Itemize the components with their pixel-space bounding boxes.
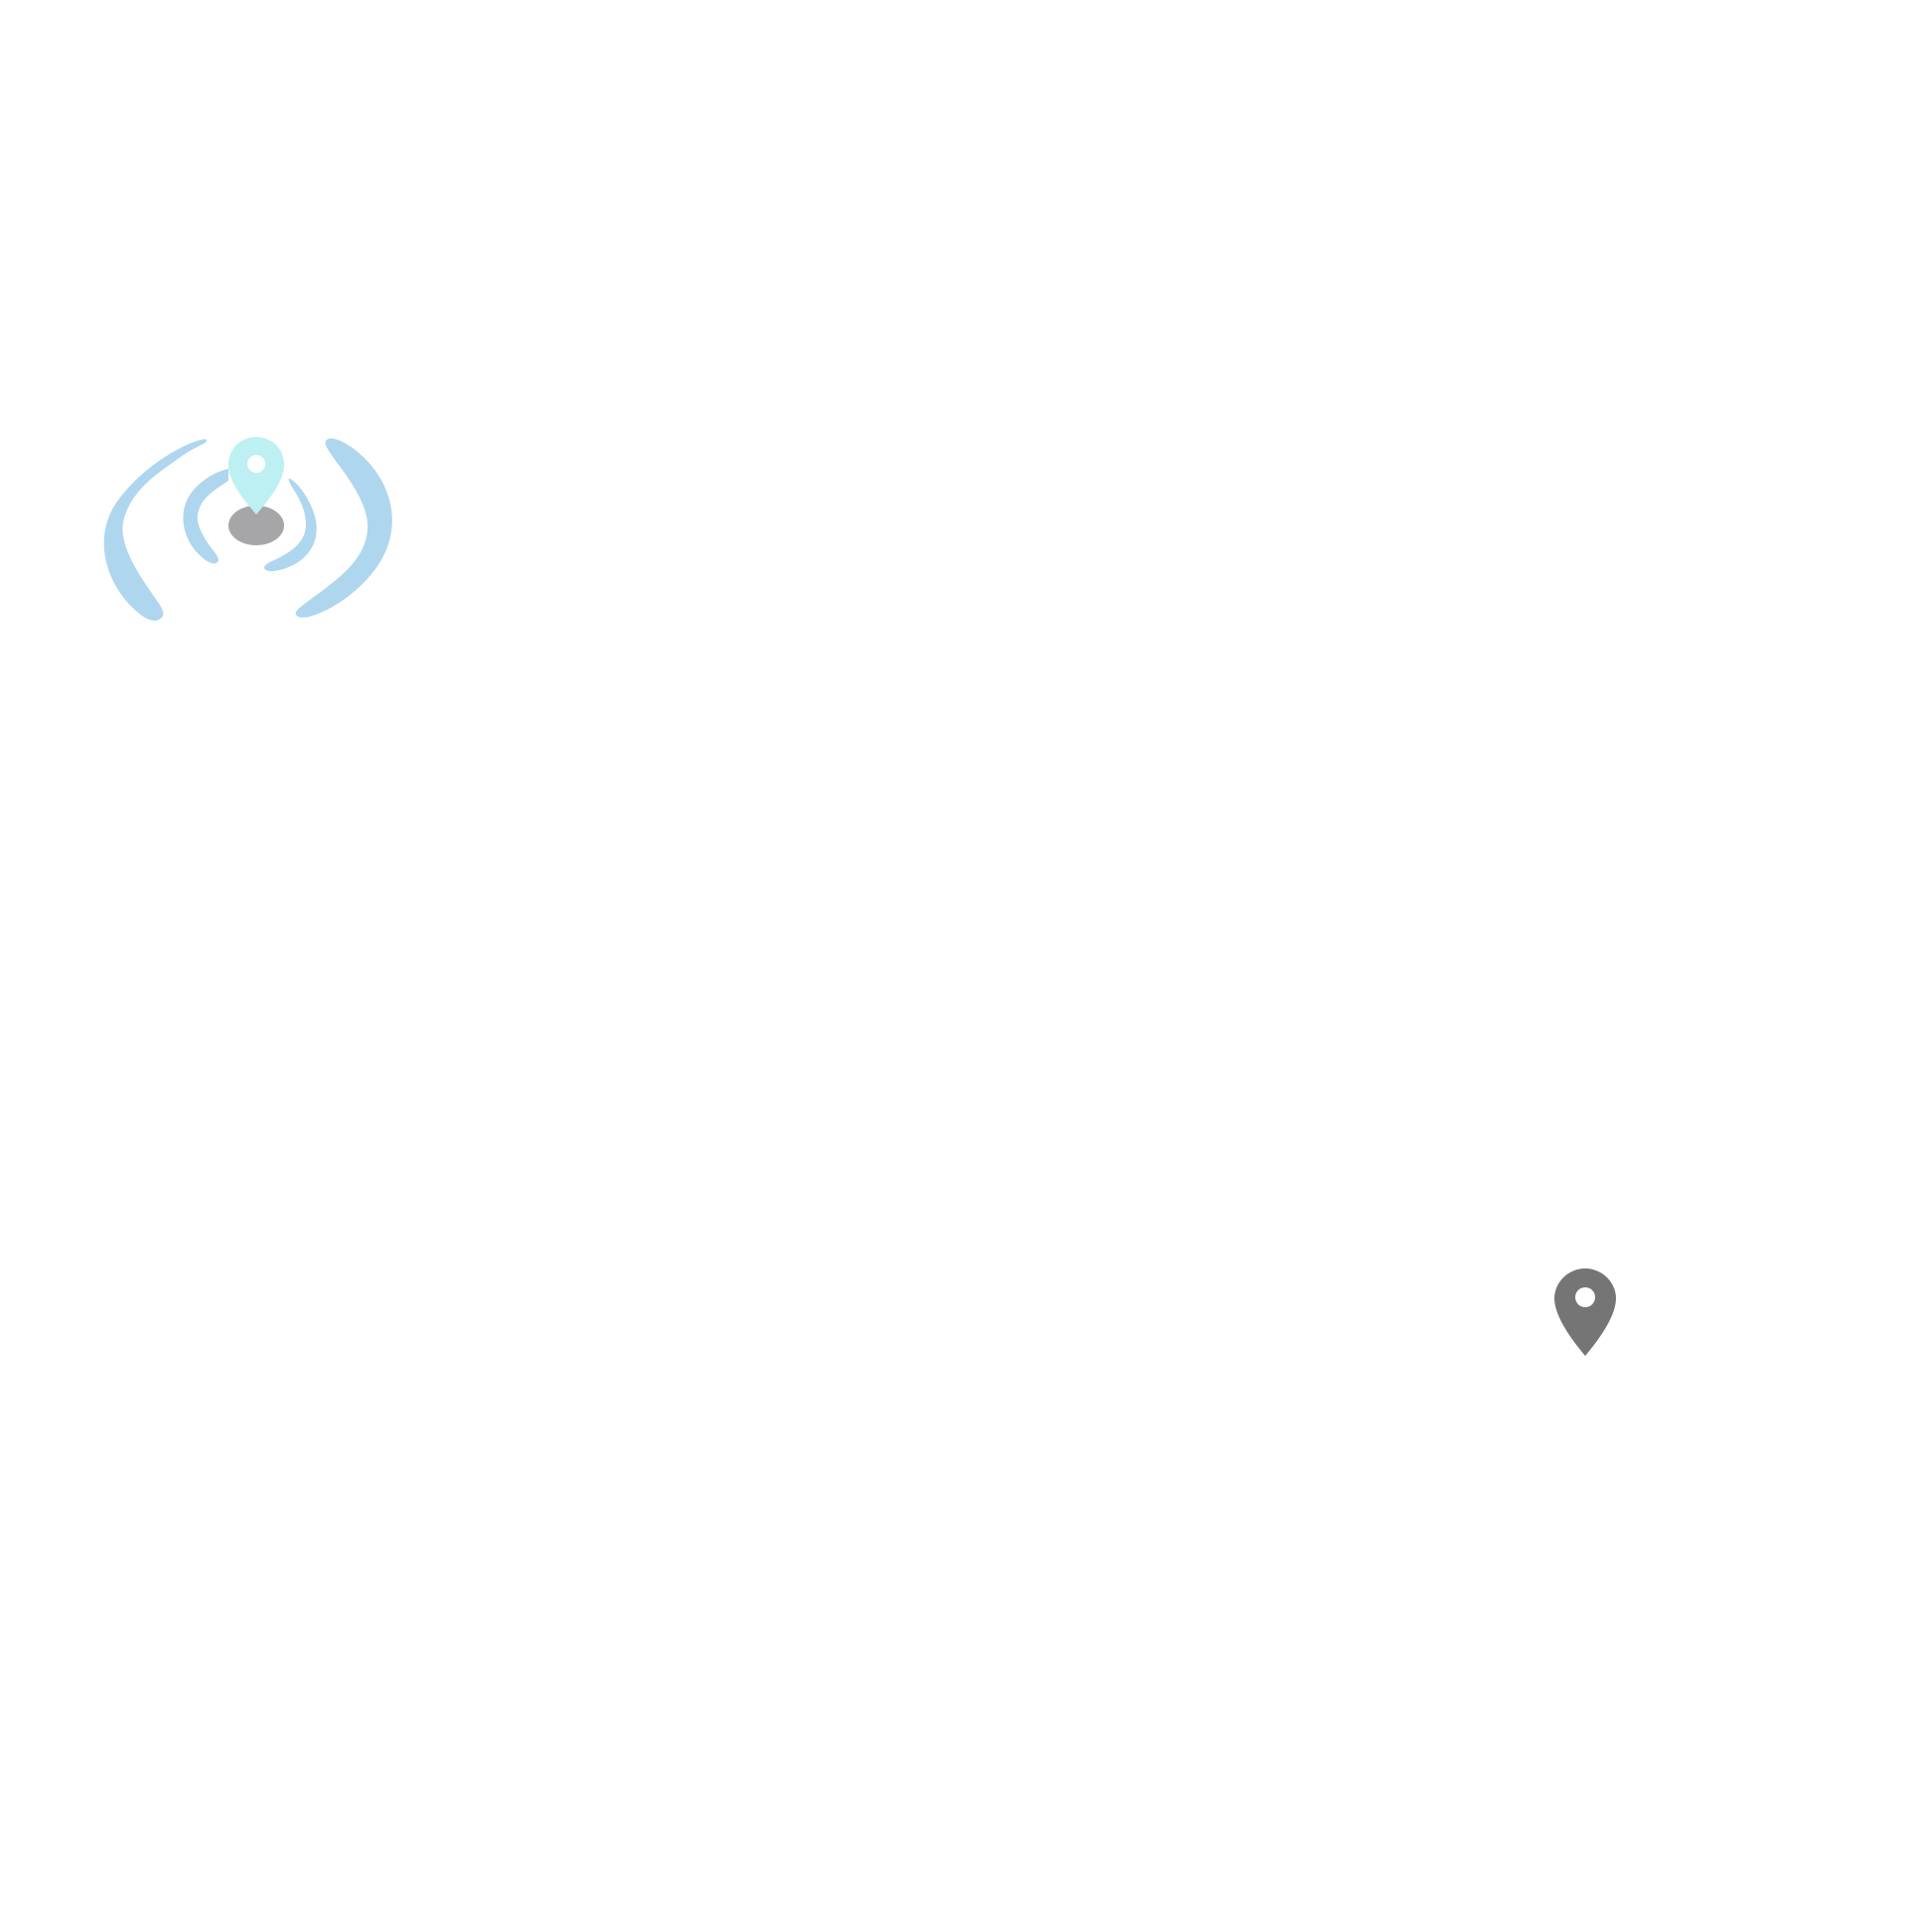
map-pin-icon [1549, 1266, 1621, 1362]
signal-wave-inner-right-icon [264, 478, 317, 571]
signal-wave-outer-right-icon [295, 438, 392, 618]
map-pin-hole [1575, 1287, 1595, 1307]
map-pin-shape [1554, 1268, 1616, 1356]
signal-wave-inner-left-icon [183, 469, 228, 564]
signal-wave-outer-left-icon [103, 439, 208, 621]
location-pin-hole [247, 455, 265, 473]
location-pin-icon [228, 437, 284, 515]
location-broadcast-icon [99, 427, 417, 636]
pin-base-shadow [228, 506, 284, 545]
